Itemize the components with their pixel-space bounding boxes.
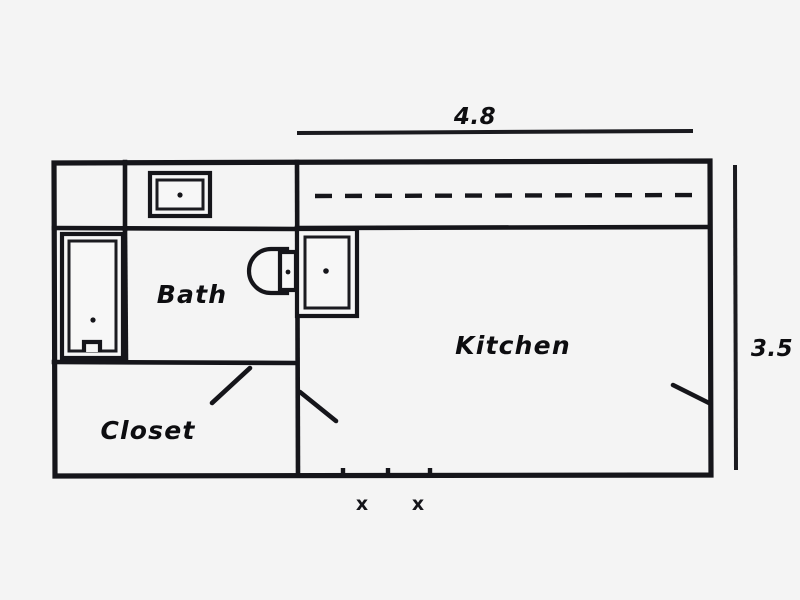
width-dimension-label: 4.8 bbox=[453, 104, 496, 130]
wall-bath-top bbox=[51, 225, 300, 232]
door-swings bbox=[209, 365, 712, 424]
width-dimension-line bbox=[296, 129, 694, 135]
toilet-bowl bbox=[246, 246, 290, 296]
shower-fixture bbox=[294, 226, 360, 319]
outer-walls bbox=[51, 158, 714, 479]
x-annotations: x x bbox=[356, 493, 424, 515]
room-label-kitchen: Kitchen bbox=[455, 331, 571, 360]
width-dimension-group: 4.8 bbox=[296, 104, 694, 135]
height-dimension-label: 3.5 bbox=[751, 336, 793, 362]
bathtub-faucet bbox=[81, 339, 103, 352]
wall-tub-divider bbox=[122, 226, 129, 365]
wall-kitchen-counter-edge bbox=[294, 224, 713, 231]
counter-dashed-line bbox=[314, 192, 703, 199]
x-mark-1: x bbox=[356, 493, 368, 515]
room-labels: Bath Kitchen Closet bbox=[100, 280, 571, 445]
room-label-bath: Bath bbox=[157, 280, 227, 309]
height-dimension-line bbox=[733, 164, 738, 471]
bottom-wall-ticks bbox=[340, 468, 433, 478]
sink-inner-rect bbox=[155, 178, 205, 211]
bathtub-inner-rect bbox=[67, 239, 118, 353]
interior-walls bbox=[51, 159, 713, 478]
sink-drain-dot bbox=[177, 192, 183, 198]
height-dimension-group: 3.5 bbox=[733, 164, 793, 471]
closet-door-top-swing bbox=[209, 365, 253, 406]
exterior-wall-outline bbox=[51, 158, 714, 479]
kitchen-counter-group bbox=[314, 192, 703, 199]
wall-kitchen-divider bbox=[294, 159, 301, 478]
toilet-center-dot bbox=[285, 269, 291, 275]
sink-fixture bbox=[147, 170, 213, 219]
x-mark-2: x bbox=[412, 493, 424, 515]
room-label-closet: Closet bbox=[100, 416, 195, 445]
wall-closet-top bbox=[51, 359, 300, 366]
toilet-fixture bbox=[246, 246, 299, 296]
bathtub-drain-dot bbox=[90, 317, 96, 323]
bathtub-fixture bbox=[59, 231, 126, 361]
closet-door-right-swing bbox=[297, 389, 339, 424]
shower-drain-dot bbox=[323, 268, 329, 274]
kitchen-door-right-swing bbox=[670, 382, 712, 406]
